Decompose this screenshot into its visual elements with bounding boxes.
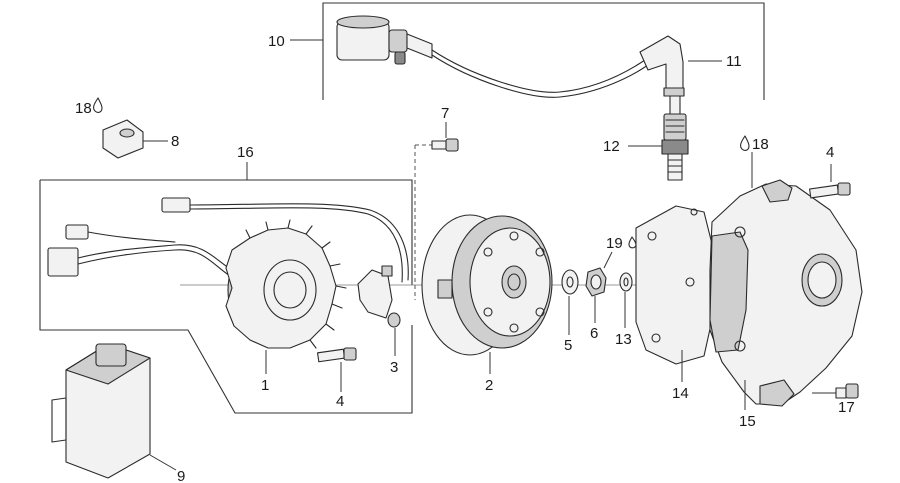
callout-4-right: 4 — [826, 144, 834, 161]
callout-17: 17 — [838, 399, 855, 416]
wire-clamp — [102, 119, 144, 159]
callout-7: 7 — [441, 105, 449, 122]
stator-group-frame — [39, 179, 413, 414]
callout-12: 12 — [603, 138, 620, 155]
callout-18-left: 18 — [75, 100, 92, 117]
stator-wiring-harness — [47, 197, 409, 283]
bolt-4-left — [317, 347, 357, 363]
callout-10: 10 — [268, 33, 285, 50]
oil-drop-icon — [93, 97, 103, 113]
bolt-17 — [835, 383, 859, 399]
callout-13: 13 — [615, 331, 632, 348]
cdi-unit — [51, 343, 151, 479]
callout-14: 14 — [672, 385, 689, 402]
leader-9 — [149, 454, 177, 471]
callout-16: 16 — [237, 144, 254, 161]
leader-19 — [603, 251, 613, 269]
callout-8: 8 — [171, 133, 179, 150]
callout-6: 6 — [590, 325, 598, 342]
cover-gasket — [635, 205, 713, 365]
ignition-coil-group-frame — [322, 2, 765, 100]
small-nut — [619, 272, 633, 292]
callout-2: 2 — [485, 377, 493, 394]
flywheel-rotor — [421, 214, 553, 356]
ignition-coil — [336, 15, 649, 98]
callout-11: 11 — [726, 53, 742, 70]
callout-3: 3 — [390, 359, 398, 376]
callout-9: 9 — [177, 468, 185, 483]
callout-15: 15 — [739, 413, 756, 430]
pickup-coil — [357, 265, 401, 328]
callout-1: 1 — [261, 377, 269, 394]
bolt-4-right — [809, 182, 851, 199]
alternator-cover — [709, 179, 863, 407]
stator — [225, 219, 347, 349]
spark-plug-cap — [639, 35, 685, 97]
oil-drop-icon — [628, 236, 637, 249]
callout-4-left: 4 — [336, 393, 344, 410]
callout-18-right: 18 — [752, 136, 769, 153]
spark-plug — [661, 95, 689, 181]
callout-5: 5 — [564, 337, 572, 354]
callout-19: 19 — [606, 235, 623, 252]
oil-drop-icon — [740, 135, 750, 151]
bolt-7 — [431, 138, 459, 152]
washer — [561, 269, 579, 295]
flywheel-nut — [585, 267, 607, 297]
